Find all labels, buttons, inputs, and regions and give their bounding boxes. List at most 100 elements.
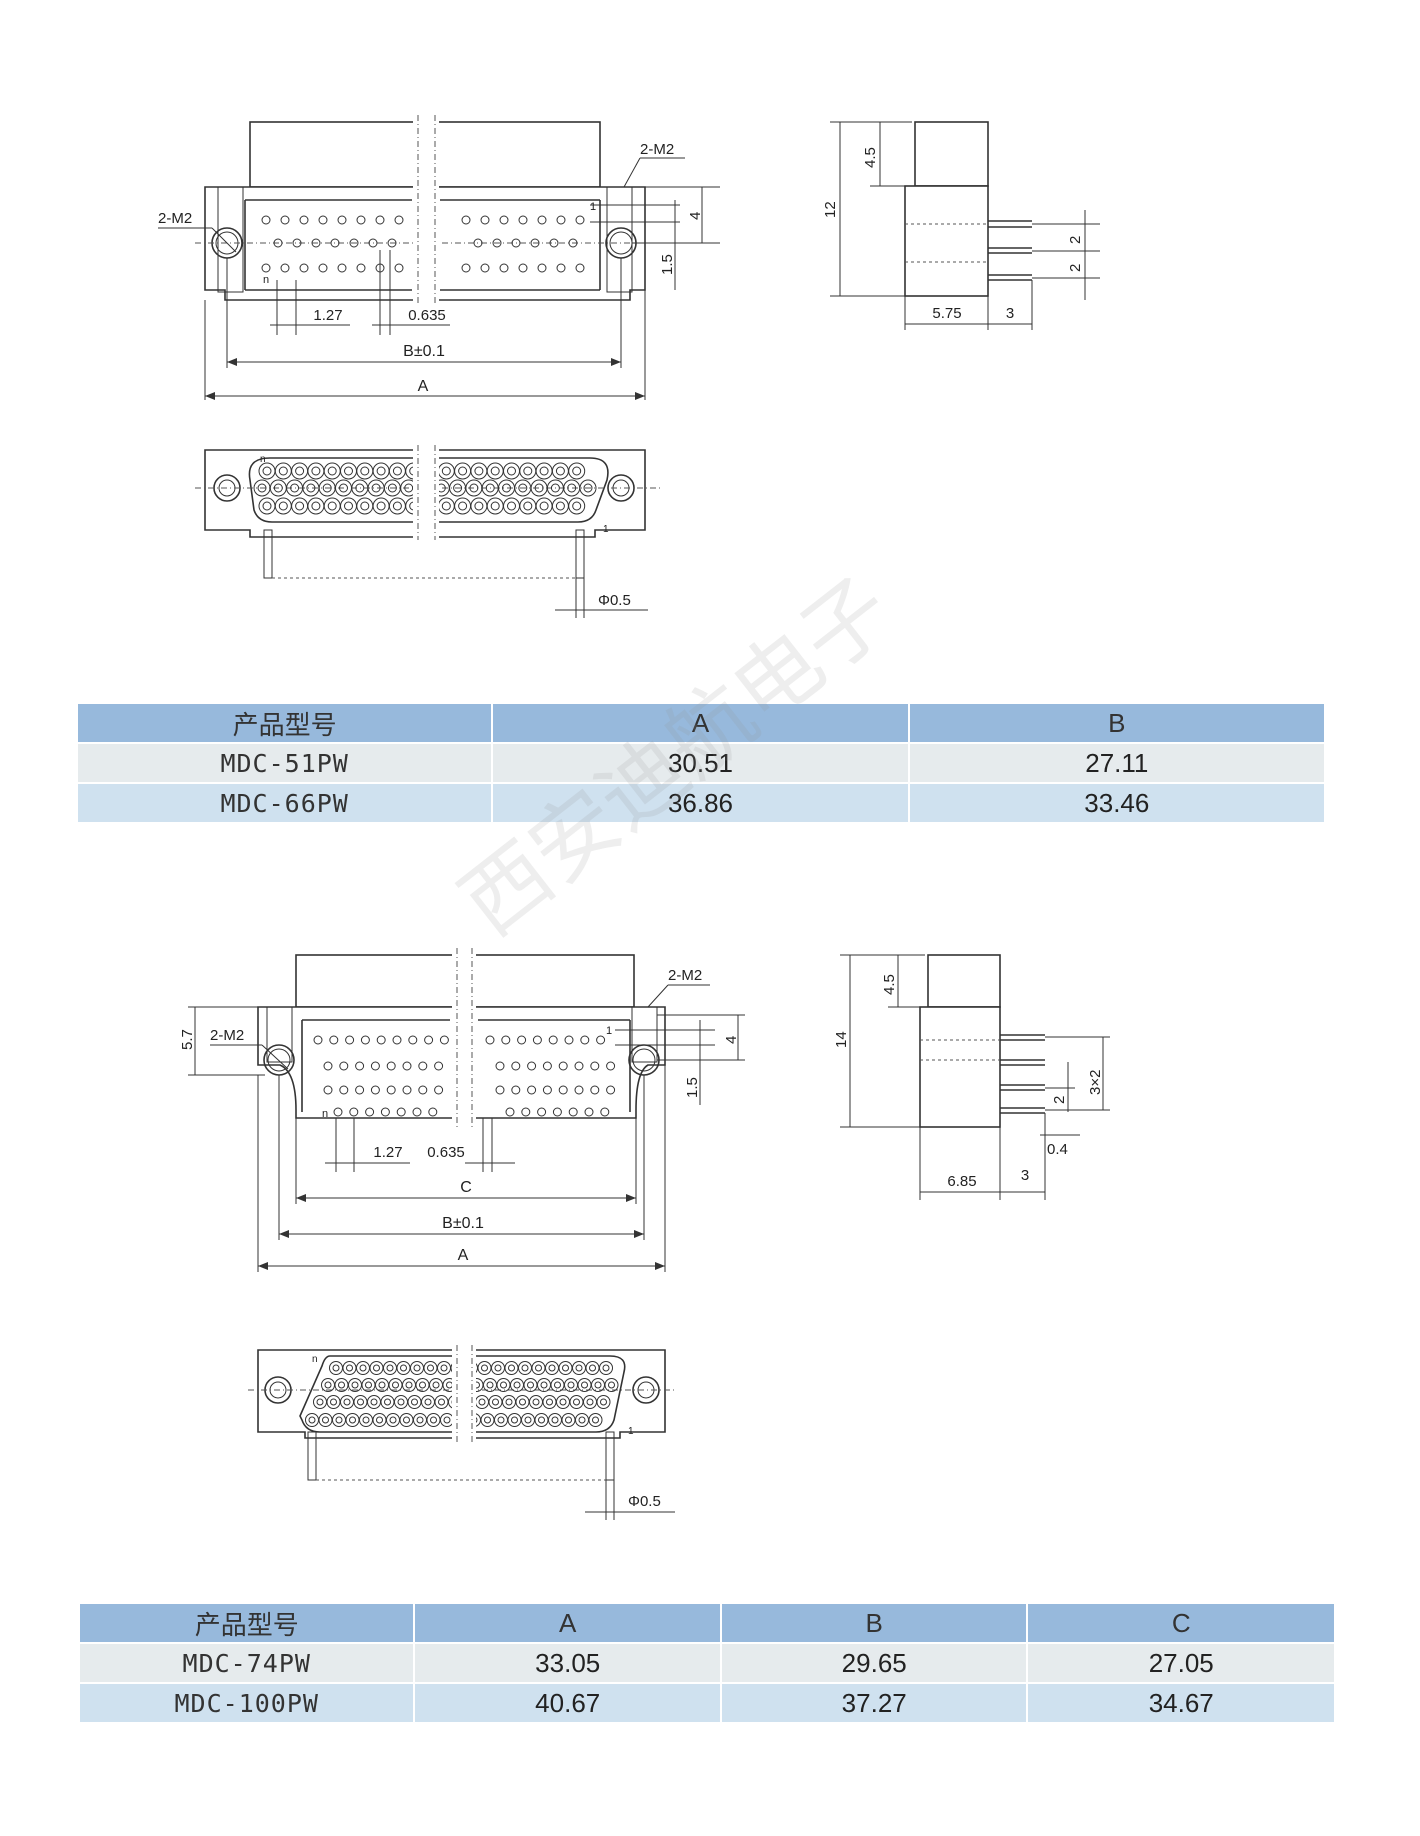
- contact-core: [373, 1364, 380, 1372]
- contact-core: [490, 466, 500, 476]
- contact-core: [458, 501, 468, 511]
- contact-core: [316, 1398, 324, 1406]
- contact-core: [524, 1416, 532, 1424]
- pin-hole: [402, 1061, 412, 1071]
- table2-header-model: 产品型号: [77, 1602, 416, 1644]
- d2-front-right-hole: [632, 1376, 660, 1404]
- d2-side-4-5: 4.5: [881, 974, 898, 995]
- spec-table-2: 产品型号 A B C MDC-74PW 33.05 29.65 27.05 MD…: [77, 1602, 1336, 1724]
- contact-core: [378, 1381, 386, 1389]
- pin-hole: [355, 1085, 365, 1095]
- pin-hole: [387, 238, 397, 248]
- pin-hole: [537, 1107, 547, 1117]
- pin-hole: [580, 1035, 590, 1045]
- pin-hole: [505, 1107, 515, 1117]
- contact-core: [474, 501, 484, 511]
- contact-core: [534, 483, 544, 493]
- contact-core: [360, 501, 370, 511]
- d2-front-pin-first: 1: [628, 1426, 634, 1437]
- contact-core: [389, 1416, 397, 1424]
- contact-core: [360, 466, 370, 476]
- d1-side-5-75: 5.75: [932, 305, 961, 322]
- table1-cell: 30.51: [491, 742, 910, 784]
- contact-core: [324, 1381, 332, 1389]
- pin-hole: [495, 1085, 505, 1095]
- pin-hole: [356, 263, 366, 273]
- contact-core: [441, 466, 451, 476]
- pin-hole: [376, 1035, 386, 1045]
- pin-hole: [375, 215, 385, 225]
- pin-hole: [392, 1035, 402, 1045]
- table2-cell: 33.05: [413, 1642, 722, 1684]
- contact-core: [419, 1381, 426, 1389]
- contact-core: [262, 466, 272, 476]
- contact-core: [370, 1398, 378, 1406]
- pin-hole: [345, 1035, 355, 1045]
- contact-core: [392, 1381, 399, 1389]
- pin-hole: [558, 1085, 568, 1095]
- table1-header-b: B: [907, 702, 1327, 744]
- pin-hole: [380, 1107, 390, 1117]
- table2-header-a: A: [413, 1602, 722, 1644]
- pin-hole: [329, 1035, 339, 1045]
- contact-core: [508, 1364, 515, 1372]
- pin-hole: [292, 238, 302, 248]
- contact-core: [583, 483, 593, 493]
- contact-core: [405, 1381, 413, 1389]
- drawing2-top-view: 5.7 2-M2 2-M2 4 1.5 1.27 0.635 C B±0.1 A…: [179, 945, 745, 1272]
- contact-core: [589, 1364, 596, 1372]
- contact-core: [458, 466, 468, 476]
- table2-header-c: C: [1026, 1602, 1336, 1644]
- d1-front-pin-left: [263, 529, 273, 579]
- contact-core: [527, 1381, 534, 1389]
- contact-core: [572, 501, 582, 511]
- table-row: MDC-66PW 36.86 33.46: [75, 782, 1327, 824]
- contact-core: [443, 1416, 451, 1424]
- d2-front-pin-left: [307, 1431, 317, 1481]
- pin-hole: [434, 1061, 444, 1071]
- pin-hole: [402, 1085, 412, 1095]
- contact-core: [440, 1364, 448, 1372]
- d1-dim-1-5: 1.5: [659, 254, 676, 275]
- contact-core: [474, 466, 484, 476]
- contact-core: [608, 1381, 615, 1389]
- contact-core: [505, 1398, 513, 1406]
- d1-mount-label-left: 2-M2: [158, 210, 192, 227]
- contact-core: [602, 1364, 610, 1372]
- d2-side-0-4: 0.4: [1047, 1141, 1068, 1158]
- pin-hole: [386, 1061, 396, 1071]
- contact-core: [262, 501, 272, 511]
- d1-side-2a: 2: [1067, 236, 1084, 244]
- d2-dim-1-5: 1.5: [684, 1077, 701, 1098]
- pin-hole: [280, 215, 290, 225]
- contact-core: [387, 483, 397, 493]
- pin-hole: [556, 263, 566, 273]
- contact-core: [392, 466, 402, 476]
- contact-core: [404, 483, 414, 493]
- contact-core: [343, 1398, 351, 1406]
- table2-cell: MDC-100PW: [77, 1682, 416, 1724]
- contact-core: [575, 1364, 583, 1372]
- pin-hole: [542, 1085, 552, 1095]
- d1-pin-rows: [261, 215, 585, 273]
- pin-hole: [596, 1035, 606, 1045]
- contact-core: [306, 483, 316, 493]
- pin-hole: [339, 1061, 349, 1071]
- pin-hole: [606, 1085, 616, 1095]
- pin-hole: [461, 263, 471, 273]
- d2-side-2: 2: [1051, 1096, 1068, 1104]
- contact-core: [376, 501, 386, 511]
- table-row: MDC-100PW 40.67 37.27 34.67: [77, 1682, 1336, 1724]
- contact-core: [257, 483, 267, 493]
- contact-core: [392, 501, 402, 511]
- contact-core: [540, 1381, 548, 1389]
- table2-header-row: 产品型号 A B C: [77, 1602, 1336, 1644]
- d2-pin-first: 1: [606, 1025, 612, 1037]
- contact-core: [572, 466, 582, 476]
- table1-header-row: 产品型号 A B: [75, 702, 1327, 744]
- contact-core: [546, 1398, 553, 1406]
- contact-core: [330, 1398, 337, 1406]
- pin-hole: [511, 1085, 521, 1095]
- pin-hole: [337, 215, 347, 225]
- pin-hole: [370, 1061, 380, 1071]
